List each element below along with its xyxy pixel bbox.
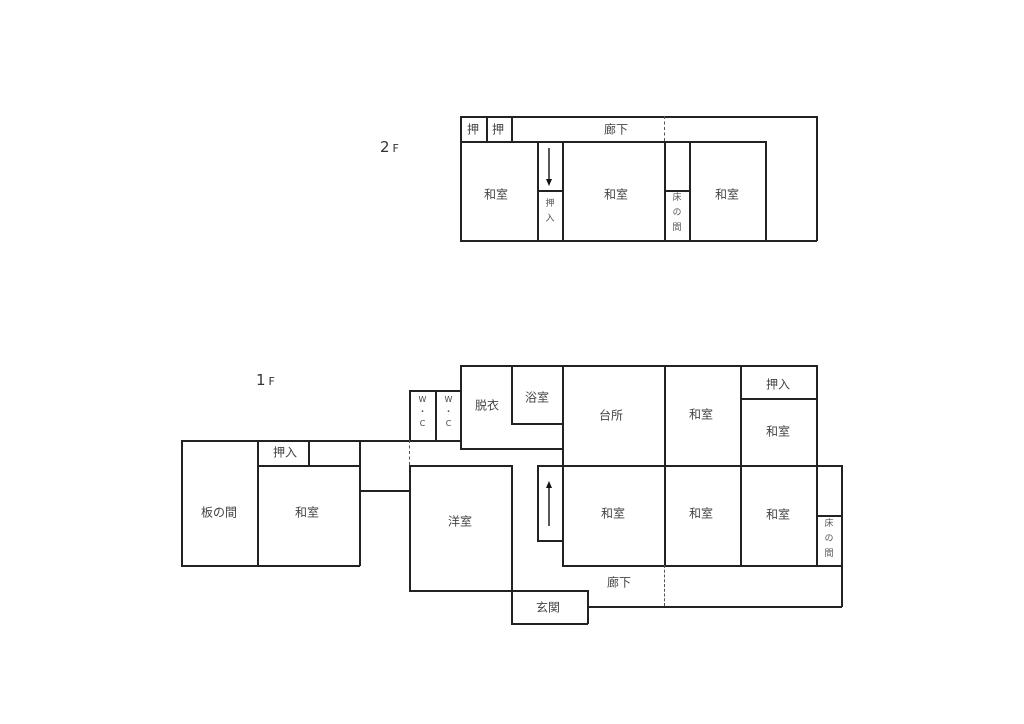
room-washitsu: 和室 bbox=[603, 187, 629, 202]
room-washitsu: 和室 bbox=[483, 187, 509, 202]
room-washitsu: 和室 bbox=[714, 187, 740, 202]
wc-letter: C bbox=[445, 419, 452, 428]
room-washitsu: 和室 bbox=[688, 506, 714, 521]
room-genkan: 玄関 bbox=[535, 600, 561, 615]
room-daidokoro: 台所 bbox=[598, 408, 624, 423]
down-arrow-icon bbox=[546, 148, 552, 186]
wc-letter: ・ bbox=[444, 407, 453, 416]
room-wc-2: W ・ C bbox=[436, 394, 461, 430]
room-yoshitsu: 洋室 bbox=[447, 514, 473, 529]
room-washitsu: 和室 bbox=[765, 507, 791, 522]
room-itanoma: 板の間 bbox=[200, 505, 238, 520]
room-oshiire: 押入 bbox=[765, 377, 791, 392]
up-arrow-icon bbox=[546, 481, 552, 526]
room-tokonoma: 床の間 bbox=[822, 518, 833, 563]
floor-suffix: F bbox=[392, 142, 399, 155]
room-corridor: 廊下 bbox=[606, 575, 632, 590]
room-oshiire: 押入 bbox=[543, 198, 554, 228]
room-datsui: 脱衣 bbox=[474, 398, 500, 413]
wc-letter: ・ bbox=[418, 407, 427, 416]
floor-suffix: F bbox=[268, 375, 275, 388]
room-corridor: 廊下 bbox=[603, 122, 629, 137]
room-tokonoma: 床の間 bbox=[670, 192, 681, 237]
wc-letter: W bbox=[444, 395, 453, 404]
room-wc-1: W ・ C bbox=[410, 394, 435, 430]
wc-letter: W bbox=[418, 395, 427, 404]
room-yokushitsu: 浴室 bbox=[524, 390, 550, 405]
room-oshiire: 押入 bbox=[272, 445, 298, 460]
room-closet-a: 押 bbox=[466, 122, 480, 137]
room-washitsu: 和室 bbox=[600, 506, 626, 521]
room-closet-b: 押 bbox=[491, 122, 505, 137]
room-washitsu: 和室 bbox=[294, 505, 320, 520]
room-washitsu: 和室 bbox=[765, 424, 791, 439]
room-washitsu: 和室 bbox=[688, 407, 714, 422]
wc-letter: C bbox=[419, 419, 426, 428]
floor-number: 2 bbox=[380, 138, 390, 156]
floor-number: 1 bbox=[256, 371, 266, 389]
